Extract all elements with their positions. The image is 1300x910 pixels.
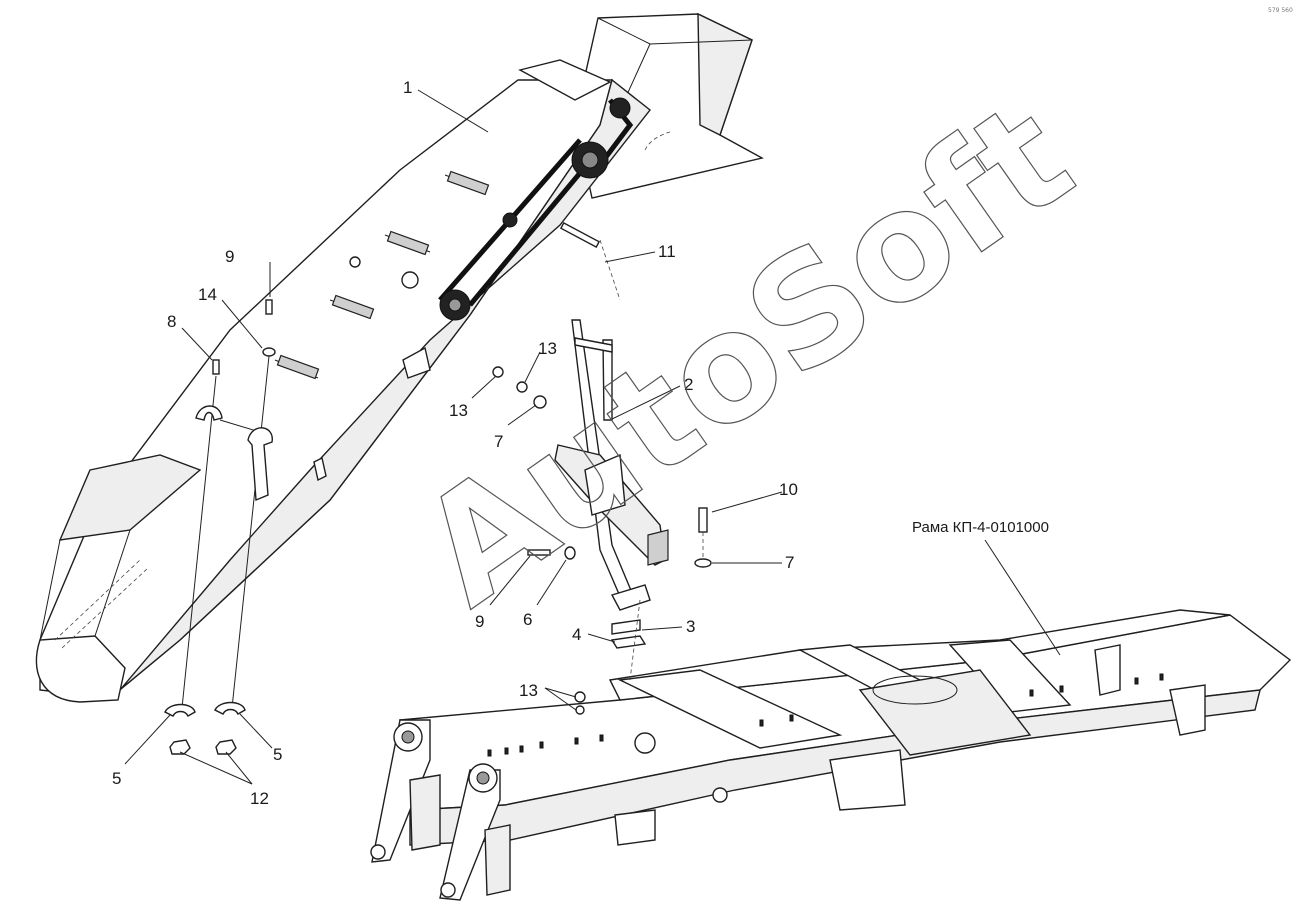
nut-13-a: [492, 366, 504, 378]
clamp-5-right: [214, 701, 246, 715]
bolt-9-mid: [527, 549, 551, 556]
callout-13b: 13: [449, 401, 468, 420]
nut-13-c: [574, 691, 586, 703]
frame-holes: [487, 673, 1164, 757]
hook-left: [195, 405, 223, 421]
plate-3: [611, 619, 641, 635]
stand-foot: [610, 584, 651, 611]
bolt-11: [559, 222, 601, 248]
leader-lines: [124, 89, 1061, 785]
frame-center-plate: [858, 669, 1032, 756]
frame-assembly: [370, 609, 1292, 901]
callout-12: 12: [250, 789, 269, 808]
callout-5a: 5: [112, 769, 121, 788]
clamp-5-left: [164, 703, 196, 717]
callout-5b: 5: [273, 745, 282, 764]
conveyor-head-side: [697, 12, 753, 136]
bolt-10: [698, 507, 708, 533]
callout-9b: 9: [475, 612, 484, 631]
rod-right: [231, 355, 270, 709]
plate-4: [610, 635, 647, 649]
frame-label: Рама КП-4-0101000: [912, 519, 1049, 536]
bolt-8: [212, 359, 220, 375]
nut-13-d: [575, 705, 585, 715]
callout-13c: 13: [519, 681, 538, 700]
callout-6: 6: [523, 610, 532, 629]
conveyor-tail: [35, 635, 126, 703]
hitch-arm-left: [371, 719, 431, 863]
washer-7-lower: [694, 558, 712, 568]
callout-7a: 7: [494, 432, 503, 451]
callout-8: 8: [167, 312, 176, 331]
callout-11: 11: [658, 242, 676, 261]
callout-9a: 9: [225, 247, 234, 266]
washer-7-upper: [533, 395, 547, 409]
hook-plate: [247, 427, 273, 502]
callout-1: 1: [403, 78, 412, 97]
fasteners: [164, 222, 712, 755]
conveyor-housing-side: [109, 78, 651, 699]
bolt-9-top: [265, 299, 273, 315]
callout-2: 2: [684, 375, 693, 394]
stand-assembly: [554, 319, 669, 611]
nut-12-left: [169, 739, 191, 755]
callout-10: 10: [779, 480, 798, 499]
conveyor-assembly: [35, 12, 764, 703]
conveyor-tail-cover: [58, 454, 202, 541]
callout-3: 3: [686, 617, 695, 636]
stand-post-upper: [602, 339, 613, 421]
drive-sprocket-upper: [609, 97, 631, 119]
rod-left: [181, 375, 217, 709]
nut-13-b: [516, 381, 528, 393]
callout-4: 4: [572, 625, 581, 644]
callout-13a: 13: [538, 339, 557, 358]
corner-mark: 579 560: [1268, 7, 1293, 14]
callout-7b: 7: [785, 553, 794, 572]
nut-12-right: [215, 739, 237, 755]
washer-6: [564, 546, 576, 560]
callout-labels: 1 2 3 4 5 5 6 7 7 8 9 9 10 11 12 13 13 1…: [112, 78, 1049, 808]
frame-cross-member-1: [617, 669, 843, 749]
washer-14: [262, 347, 276, 357]
callout-14: 14: [198, 285, 217, 304]
